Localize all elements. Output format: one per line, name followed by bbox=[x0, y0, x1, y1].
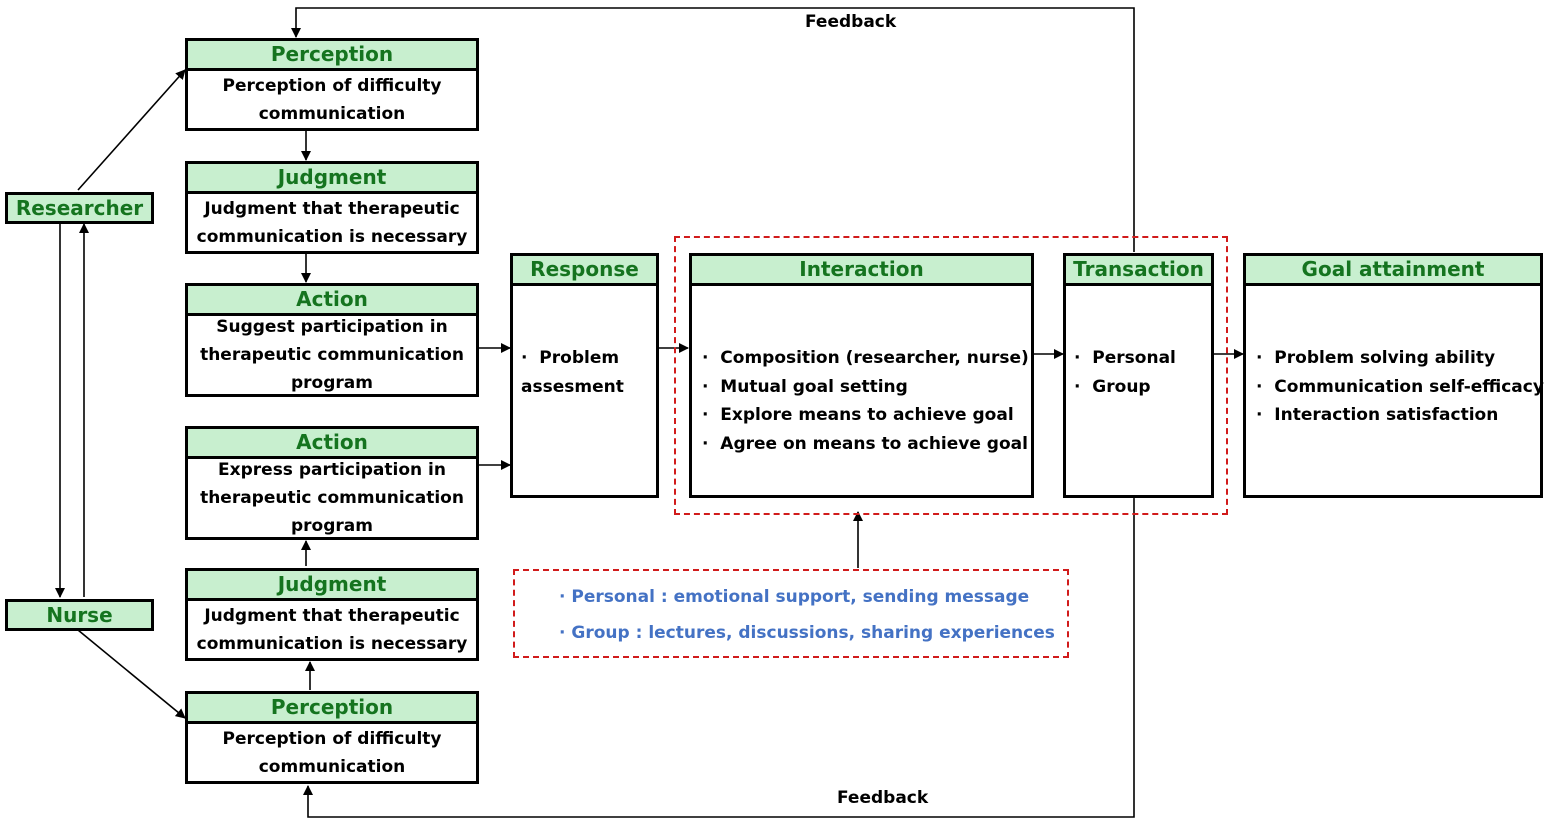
goal-list: Problem solving ability Communication se… bbox=[1246, 286, 1544, 430]
nurse-judgment-box: Judgment Judgment that therapeutic commu… bbox=[185, 568, 479, 661]
intervention-list: Personal : emotional support, sending me… bbox=[515, 571, 1067, 651]
list-item: Composition (researcher, nurse) bbox=[702, 344, 1031, 373]
researcher-perception-box: Perception Perception of difficulty comm… bbox=[185, 38, 479, 131]
actor-nurse: Nurse bbox=[5, 599, 154, 631]
list-item: Personal : emotional support, sending me… bbox=[559, 579, 1067, 615]
box-header: Action bbox=[188, 286, 476, 316]
researcher-judgment-box: Judgment Judgment that therapeutic commu… bbox=[185, 161, 479, 254]
list-item: Group : lectures, discussions, sharing e… bbox=[559, 615, 1067, 651]
box-header: Judgment bbox=[188, 571, 476, 601]
feedback-loop-top bbox=[291, 7, 1135, 252]
box-text: Express participation in therapeutic com… bbox=[200, 460, 464, 536]
transaction-list: Personal Group bbox=[1066, 286, 1211, 401]
box-header: Interaction bbox=[692, 256, 1031, 286]
list-item: Problem assesment bbox=[521, 344, 656, 401]
arrow-nurse-to-perception bbox=[77, 629, 186, 719]
list-item: Agree on means to achieve goal bbox=[702, 430, 1031, 459]
box-text: Judgment that therapeutic communication … bbox=[196, 198, 468, 247]
arrow-researcher-to-perception bbox=[77, 69, 186, 191]
box-header: Transaction bbox=[1066, 256, 1211, 286]
box-text: Judgment that therapeutic communication … bbox=[196, 605, 468, 654]
goal-attainment-box: Goal attainment Problem solving ability … bbox=[1243, 253, 1544, 498]
response-box: Response Problem assesment bbox=[510, 253, 659, 498]
interaction-transaction-group bbox=[674, 236, 1228, 515]
researcher-action-box: Action Suggest participation in therapeu… bbox=[185, 283, 479, 397]
list-item: Problem solving ability bbox=[1256, 344, 1540, 373]
nurse-perception-box: Perception Perception of difficulty comm… bbox=[185, 691, 479, 784]
list-item: Group bbox=[1074, 373, 1211, 402]
interaction-box: Interaction Composition (researcher, nur… bbox=[689, 253, 1034, 498]
box-text: Perception of difficulty communication bbox=[222, 75, 442, 124]
box-header: Perception bbox=[188, 41, 476, 71]
list-item: Communication self-efficacy bbox=[1256, 373, 1544, 402]
feedback-loop-bottom bbox=[303, 490, 1139, 818]
list-item: Interaction satisfaction bbox=[1256, 401, 1540, 430]
box-header: Judgment bbox=[188, 164, 476, 194]
list-item: Explore means to achieve goal bbox=[702, 401, 1031, 430]
feedback-label-bottom: Feedback bbox=[837, 788, 929, 808]
actor-researcher: Researcher bbox=[5, 192, 154, 224]
box-header: Perception bbox=[188, 694, 476, 724]
box-text: Perception of difficulty communication bbox=[222, 728, 442, 777]
box-header: Response bbox=[513, 256, 656, 286]
transaction-box: Transaction Personal Group bbox=[1063, 253, 1214, 498]
response-list: Problem assesment bbox=[513, 286, 656, 401]
interaction-list: Composition (researcher, nurse) Mutual g… bbox=[692, 286, 1031, 458]
list-item: Mutual goal setting bbox=[702, 373, 1031, 402]
feedback-label-top: Feedback bbox=[805, 12, 897, 32]
box-text: Suggest participation in therapeutic com… bbox=[200, 317, 464, 393]
nurse-action-box: Action Express participation in therapeu… bbox=[185, 426, 479, 540]
list-item: Personal bbox=[1074, 344, 1211, 373]
box-header: Goal attainment bbox=[1246, 256, 1540, 286]
box-header: Action bbox=[188, 429, 476, 459]
intervention-box: Personal : emotional support, sending me… bbox=[513, 569, 1069, 658]
